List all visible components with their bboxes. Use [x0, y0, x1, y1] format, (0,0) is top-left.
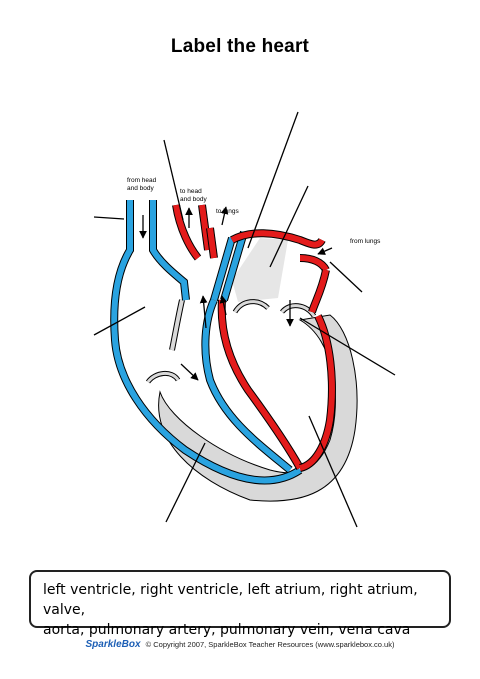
label-from-head-body-2: and body	[127, 185, 154, 192]
deoxygenated-vessels	[110, 200, 303, 485]
valve-right-fill	[146, 372, 180, 383]
label-to-head-body: to head	[180, 188, 202, 195]
page-title: Label the heart	[170, 36, 310, 57]
leader-lines	[93, 111, 396, 528]
label-from-lungs: from lungs	[350, 238, 381, 245]
valve-left-fill	[233, 300, 270, 313]
label-to-head-body-2: and body	[180, 196, 207, 203]
oxygenated-vessels	[172, 204, 336, 472]
word-bank-line-1: left ventricle, right ventricle, left at…	[43, 582, 418, 618]
heart-muscle-wall	[158, 314, 358, 502]
label-to-lungs: to lungs	[216, 208, 240, 215]
valve-pulmonary-fill	[170, 299, 184, 351]
valve-mitral-fill	[280, 304, 316, 317]
footer: SparkleBox © Copyright 2007, SparkleBox …	[0, 639, 480, 650]
flow-arrows	[139, 206, 333, 381]
word-bank-line-2: aorta, pulmonary artery, pulmonary vein,…	[43, 622, 411, 638]
label-from-head-body: from head	[127, 177, 157, 184]
left-atrium-shade	[232, 238, 288, 302]
sparklebox-logo: SparkleBox	[85, 639, 141, 650]
copyright-text: © Copyright 2007, SparkleBox Teacher Res…	[145, 640, 395, 649]
word-bank: left ventricle, right ventricle, left at…	[29, 570, 451, 638]
